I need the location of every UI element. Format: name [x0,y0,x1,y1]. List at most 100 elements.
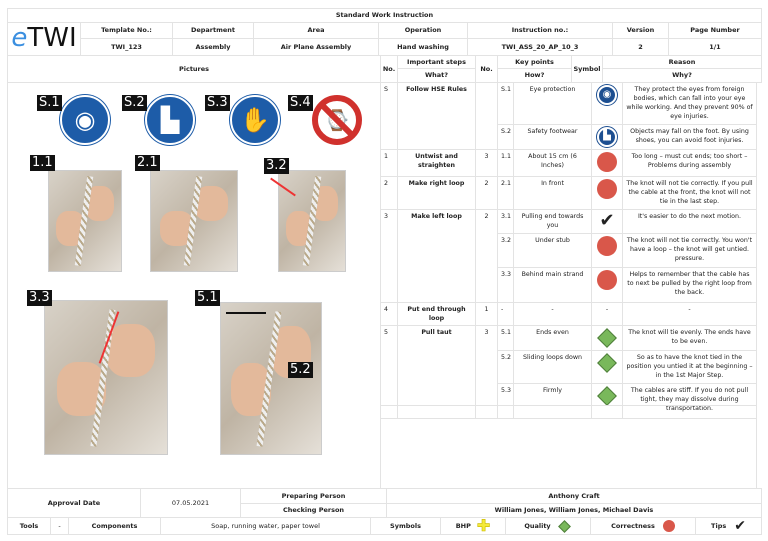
header-label: Template No.: [80,22,173,39]
header-value: TWI_123 [80,38,173,56]
checking-person: William Jones, William Jones, Michael Da… [386,503,762,518]
keypoint-no: 3.2 [497,232,514,268]
steps-empty-area [380,405,757,489]
preparing-person: Anthony Craft [386,488,762,504]
header-label: Version [612,22,669,39]
approval-date-label: Approval Date [7,488,141,518]
step-what: Make left loop [397,208,476,303]
diamond-icon [557,519,571,533]
keypoint-symbol: ▙ [591,123,623,150]
keypoint-how: Behind main strand [513,266,592,303]
keypoint-why: It's easier to do the next motion. [622,208,757,234]
keypoint-symbol: ◉ [591,82,623,125]
correctness-circle-icon [597,269,617,290]
keypoint-why: The knot will not tie correctly. If you … [622,175,757,210]
col-key: Key points [497,55,572,69]
safety-footwear-icon: ▙ [597,126,617,147]
col-how: How? [497,68,572,83]
components-label: Components [68,517,161,535]
picture-label: 2.1 [135,155,160,172]
keypoint-symbol: ✔ [591,208,623,234]
correctness-circle-icon [597,151,617,172]
picture-label: S.2 [122,95,147,112]
header-label: Page Number [668,22,762,39]
keypoint-how: Pulling end towards you [513,208,592,234]
keypoint-symbol [591,349,623,384]
keypoint-no: 3.1 [497,208,514,234]
keypoint-no: S.1 [497,82,514,125]
header-value: Assembly [172,38,254,56]
keypoint-no: 3.3 [497,266,514,303]
keypoint-why: They protect the eyes from foreign bodie… [622,82,757,125]
step-what: Make right loop [397,175,476,210]
legend-correctness: Correctness [590,517,696,535]
col-no2: No. [475,55,498,83]
keypoint-symbol [591,324,623,351]
header-value: 2 [612,38,669,56]
header-value: TWI_ASS_20_AP_10_3 [467,38,613,56]
picture-label: S.4 [288,95,313,112]
picture-label: 5.2 [288,362,313,379]
gloves-sign-icon: ✋ [230,95,280,145]
preparing-label: Preparing Person [240,488,387,504]
keypoint-no: 5.1 [497,324,514,351]
logo-e: e [11,23,28,54]
keypoint-symbol [591,266,623,303]
document-title: Standard Work Instruction [7,8,762,23]
correctness-circle-icon [597,178,617,199]
keypoint-symbol [591,232,623,268]
quality-diamond-icon [597,352,617,373]
step-count: 3 [475,148,498,177]
logo-text: TWI [27,23,77,54]
col-why: Why? [602,68,762,83]
photo-5-1 [220,302,322,455]
col-what: What? [397,68,476,83]
step-count [475,82,498,150]
correctness-label: Correctness [611,521,655,530]
step-what: Untwist and straighten [397,148,476,177]
keypoint-symbol [591,175,623,210]
eye-protection-icon: ◉ [597,85,617,105]
photo-3-3 [44,300,168,455]
checking-label: Checking Person [240,503,387,518]
col-important: Important steps [397,55,476,69]
picture-label: 1.1 [30,155,55,172]
step-no: S [380,82,398,150]
picture-label: S.3 [205,95,230,112]
step-no: 4 [380,301,398,326]
picture-label: 3.3 [27,290,52,307]
keypoint-symbol: - [591,301,623,326]
keypoint-no: 1.1 [497,148,514,177]
red-circle-icon [662,520,675,532]
bhp-label: BHP [455,521,471,530]
step-count: 1 [475,301,498,326]
header-label: Instruction no.: [467,22,613,39]
keypoint-how: - [513,301,592,326]
photo-3-2 [278,170,346,272]
checkmark-icon: ✔ [734,517,746,534]
step-what: Pull taut [397,324,476,419]
header-label: Department [172,22,254,39]
symbol-text: - [605,305,609,313]
header-label: Area [253,22,379,39]
col-symbol: Symbol [571,55,603,83]
step-count: 2 [475,175,498,210]
keypoint-how: Ends even [513,324,592,351]
photo-1-1 [48,170,122,272]
picture-label: S.1 [37,95,62,112]
keypoint-no: S.2 [497,123,514,150]
keypoint-why: - [622,301,757,326]
legend-tips: Tips✔ [695,517,762,535]
no-watch-sign-icon: ⌚ [312,95,362,145]
